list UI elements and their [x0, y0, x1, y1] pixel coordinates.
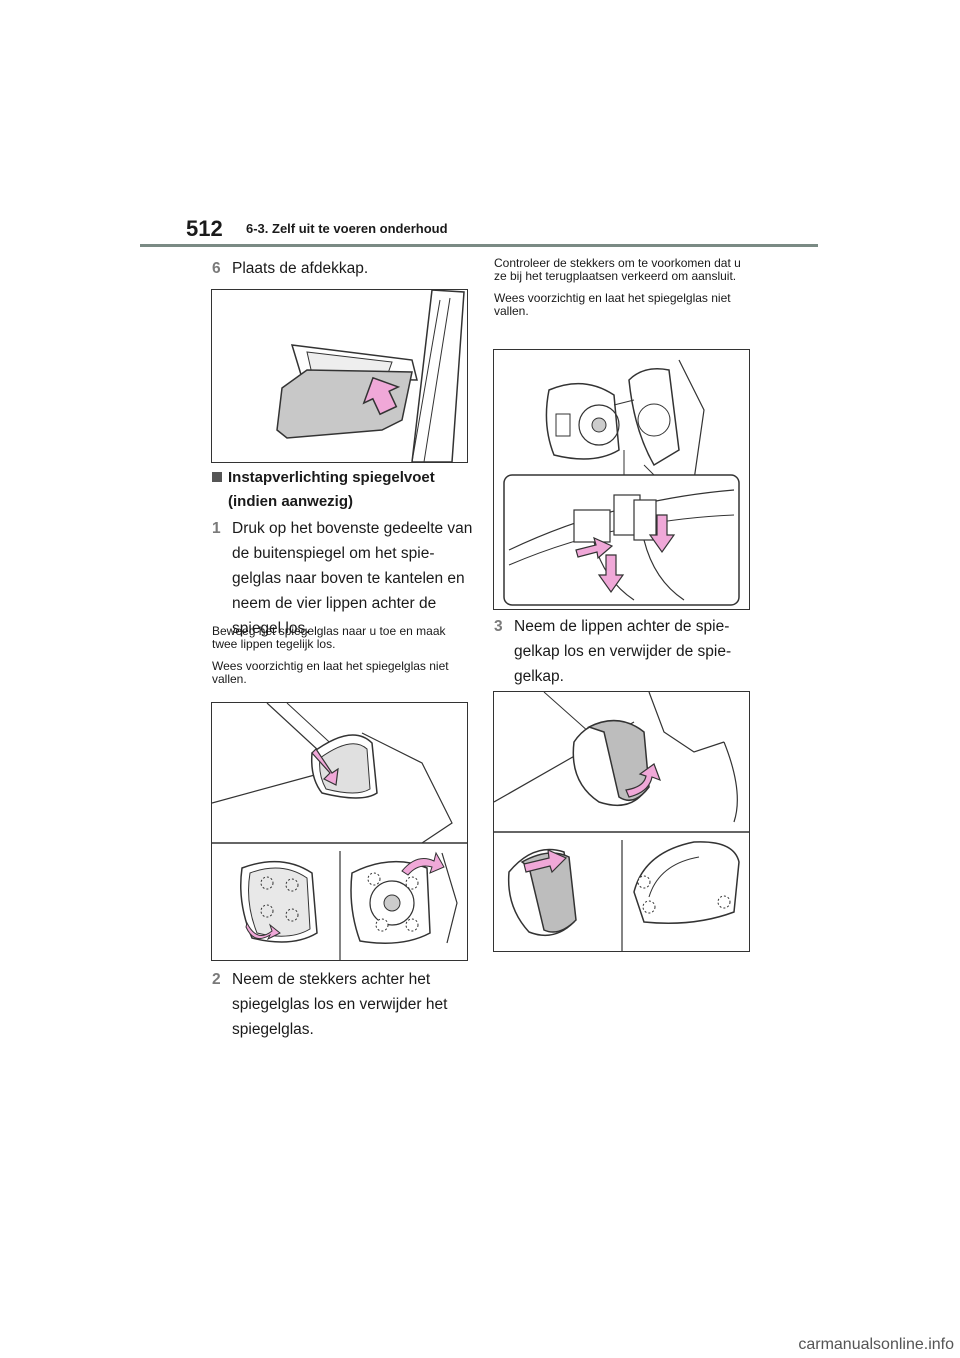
cover-install-illustration — [276, 290, 465, 462]
step-number: 6 — [212, 260, 221, 277]
section-heading: Instapverlichting spiegelvoet (indien aa… — [212, 466, 472, 514]
header-divider — [140, 244, 818, 247]
figure-cover-install — [211, 289, 468, 463]
note-text: Beweeg het spiegelglas naar u toe en maa… — [212, 624, 446, 651]
watermark: carmanualsonline.info — [798, 1336, 954, 1353]
heading-bullet — [212, 472, 222, 482]
mirror-glass-illustration — [212, 703, 467, 960]
step-1: 1 Druk op het bovenste gedeelte van de b… — [212, 516, 474, 641]
step-text: Neem de lippen achter de spie-gelkap los… — [514, 618, 732, 685]
section-title: 6-3. Zelf uit te voeren onderhoud — [246, 221, 448, 236]
step-number: 2 — [212, 971, 221, 988]
step-3: 3 Neem de lippen achter de spie-gelkap l… — [494, 614, 756, 689]
mirror-cap-illustration — [494, 692, 749, 951]
figure-connectors — [493, 349, 750, 610]
page-number: 512 — [186, 216, 223, 241]
step-text: Neem de stekkers achter het spiegelglas … — [232, 971, 448, 1038]
note-text: Wees voorzichtig en laat het spiegelglas… — [494, 291, 731, 318]
step-2: 2 Neem de stekkers achter het spiegelgla… — [212, 967, 474, 1042]
step-text: Plaats de afdekkap. — [232, 260, 369, 277]
step-number: 1 — [212, 520, 221, 537]
notes-step-1: Beweeg het spiegelglas naar u toe en maa… — [212, 625, 470, 695]
step-number: 3 — [494, 618, 503, 635]
figure-mirror-cap — [493, 691, 750, 952]
notes-step-2: Controleer de stekkers om te voorkomen d… — [494, 257, 750, 327]
step-6: 6 Plaats de afdekkap. — [212, 256, 472, 281]
note-text: Wees voorzichtig en laat het spiegelglas… — [212, 659, 449, 686]
figure-mirror-glass-tilt — [211, 702, 468, 961]
step-text: Druk op het bovenste gedeelte van de bui… — [232, 520, 473, 637]
heading-text: Instapverlichting spiegelvoet (indien aa… — [228, 469, 435, 510]
note-text: Controleer de stekkers om te voorkomen d… — [494, 256, 741, 283]
connectors-illustration — [503, 359, 740, 606]
